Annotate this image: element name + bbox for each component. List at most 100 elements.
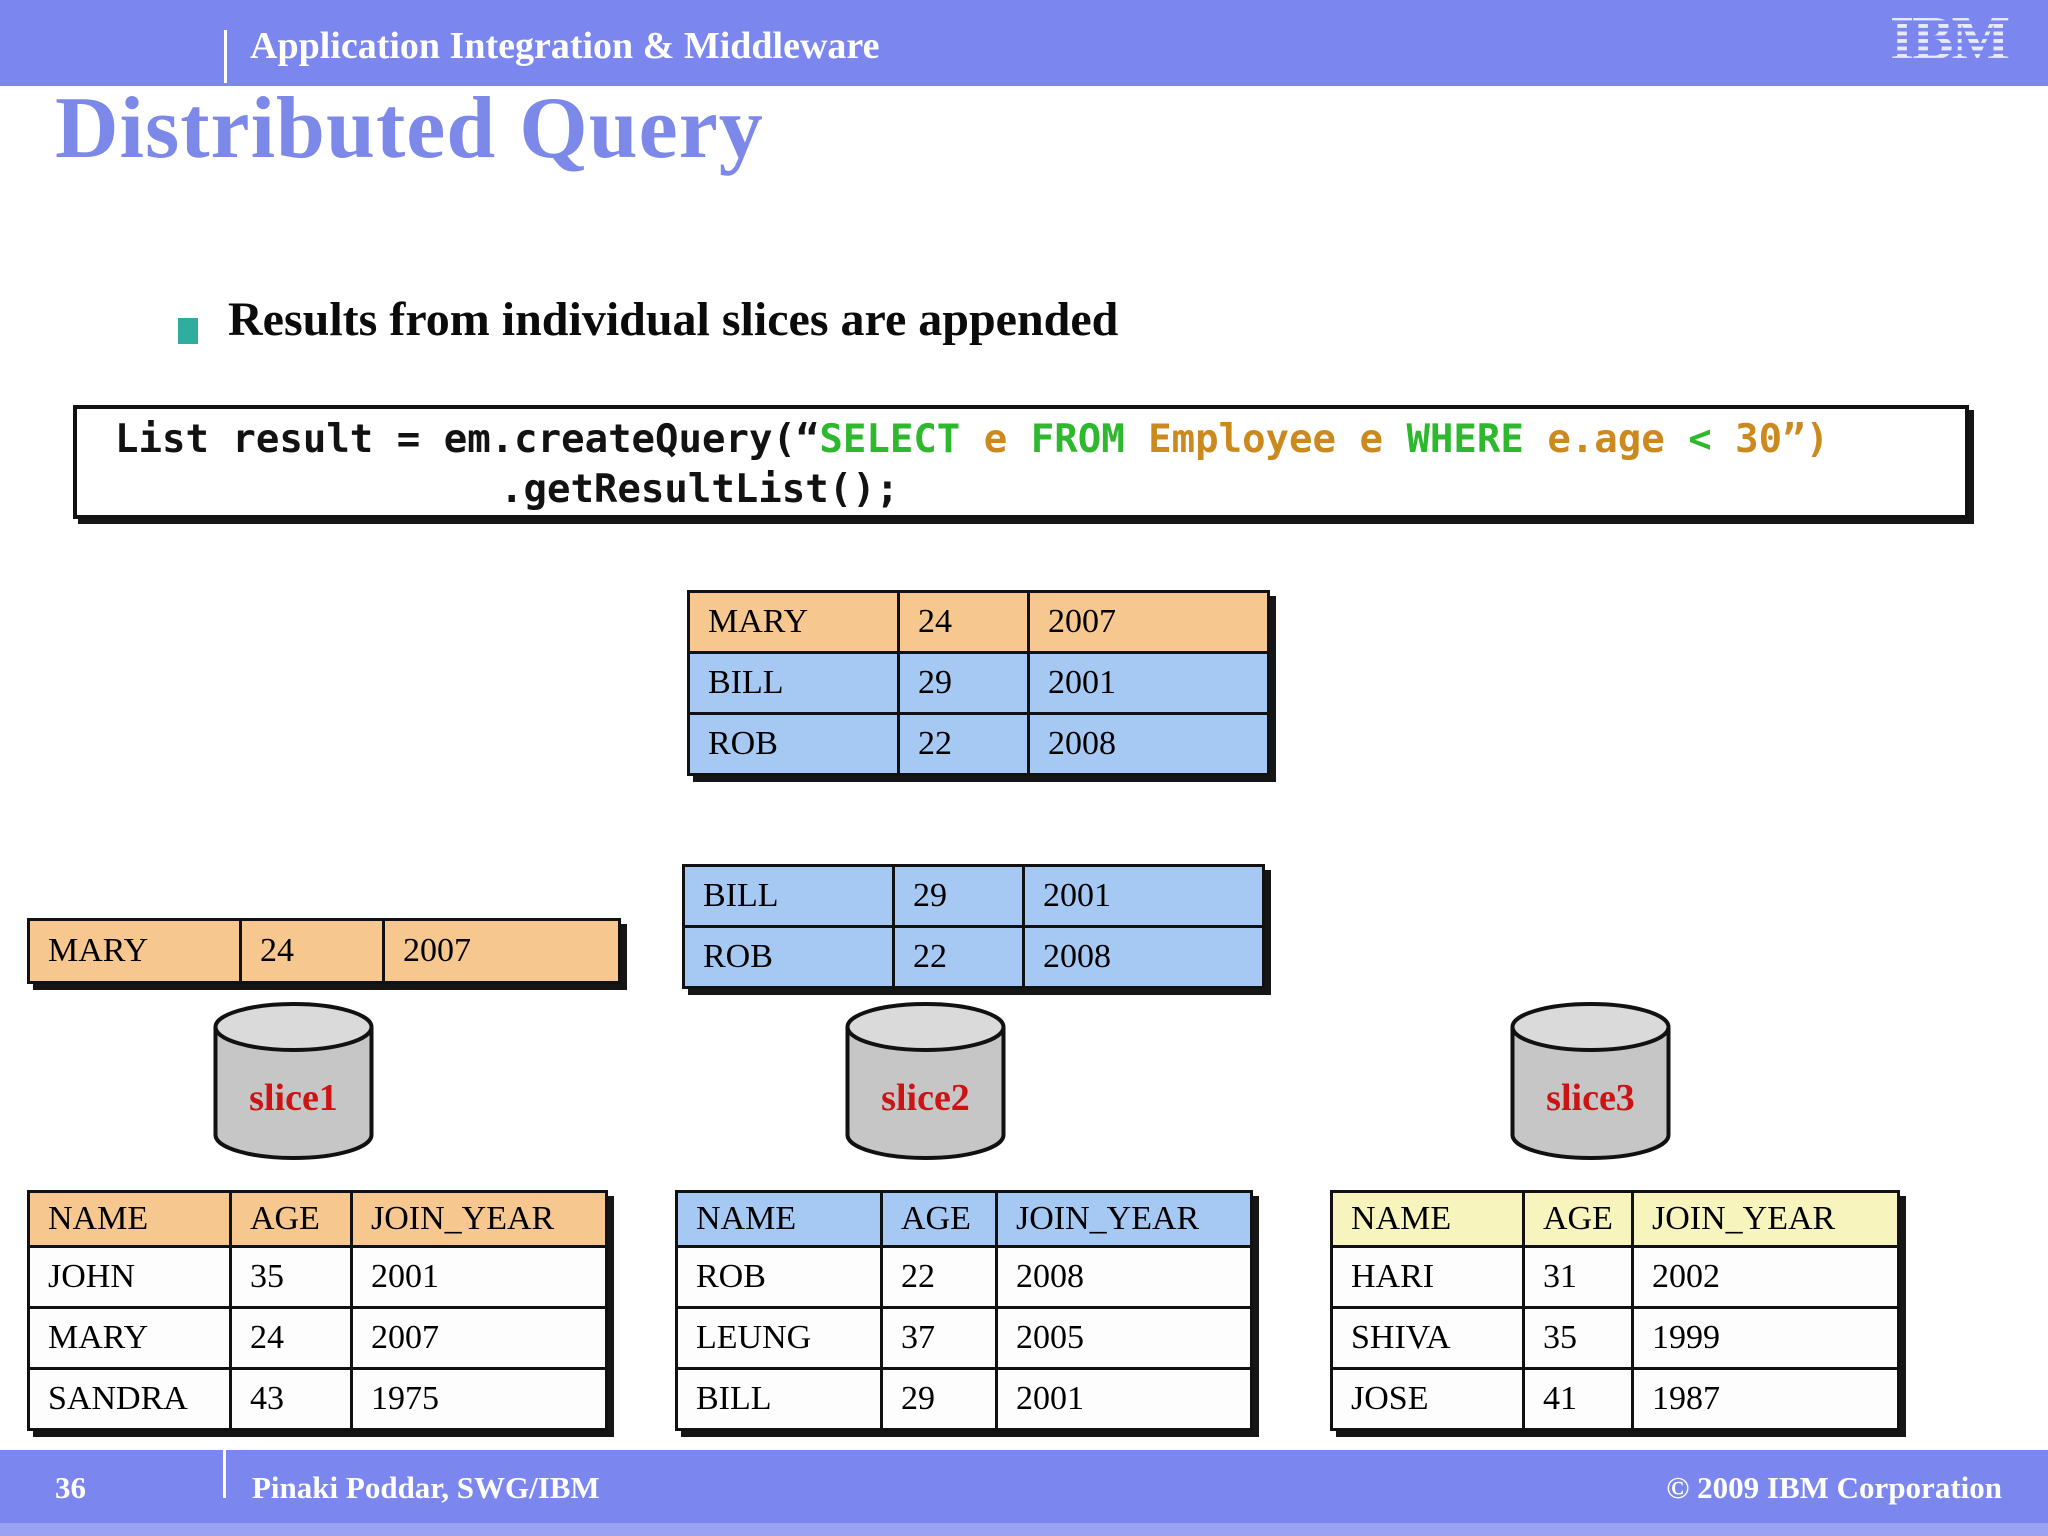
table-row: SANDRA 43 1975 [27,1367,608,1431]
cell: 2001 [1022,864,1265,928]
cell: ROB [687,712,900,776]
table-row: MARY 24 2007 [687,590,1270,654]
cell: SANDRA [27,1367,232,1431]
column-header: JOIN_YEAR [995,1190,1253,1248]
table-row: BILL 29 2001 [687,651,1270,715]
slice1-label: slice1 [249,1077,338,1119]
cell: 22 [880,1245,998,1309]
slice3-label: slice3 [1546,1077,1635,1119]
cell: 29 [892,864,1025,928]
slice2-database-cylinder: slice2 [843,1000,1008,1164]
combined-result-table: MARY 24 2007 BILL 29 2001 ROB 22 2008 [687,590,1270,776]
code-line-2: .getResultList(); [500,467,900,512]
bullet-text: Results from individual slices are appen… [228,293,1119,346]
cell: 2002 [1631,1245,1900,1309]
table-header-row: NAME AGE JOIN_YEAR [1330,1190,1900,1248]
cell: 31 [1522,1245,1634,1309]
banner-divider [224,30,227,83]
code-seg: FROM [1030,417,1125,462]
cell: 35 [229,1245,353,1309]
code-seg: e [960,417,1031,462]
cell: 2008 [1027,712,1270,776]
table-header-row: NAME AGE JOIN_YEAR [675,1190,1253,1248]
cell: 1987 [1631,1367,1900,1431]
code-seg: Employee e [1124,417,1407,462]
cell: 2001 [995,1367,1253,1431]
cell: 2001 [350,1245,608,1309]
cell: 41 [1522,1367,1634,1431]
column-header: AGE [880,1190,998,1248]
code-seg: SELECT [819,417,961,462]
table-row: JOSE 41 1987 [1330,1367,1900,1431]
cell: BILL [687,651,900,715]
cell: 24 [229,1306,353,1370]
cell: 2001 [1027,651,1270,715]
column-header: JOIN_YEAR [1631,1190,1900,1248]
slice1-database-cylinder: slice1 [211,1000,376,1164]
column-header: JOIN_YEAR [350,1190,608,1248]
slice1-result-table: MARY 24 2007 [27,918,621,984]
column-header: NAME [1330,1190,1525,1248]
table-row: SHIVA 35 1999 [1330,1306,1900,1370]
cell: 29 [897,651,1030,715]
table-row: LEUNG 37 2005 [675,1306,1253,1370]
page-number: 36 [55,1470,86,1505]
cell: 2007 [350,1306,608,1370]
cell: MARY [687,590,900,654]
banner-title: Application Integration & Middleware [250,25,880,67]
code-seg: 30”) [1711,417,1830,462]
table-row: JOHN 35 2001 [27,1245,608,1309]
cell: HARI [1330,1245,1525,1309]
table-row: MARY 24 2007 [27,1306,608,1370]
column-header: AGE [1522,1190,1634,1248]
slice3-source-table: NAME AGE JOIN_YEAR HARI 31 2002 SHIVA 35… [1330,1190,1900,1431]
slice2-result-table: BILL 29 2001 ROB 22 2008 [682,864,1265,989]
ibm-logo: IBM [1890,9,2010,69]
cell: SHIVA [1330,1306,1525,1370]
bullet-icon [178,318,198,344]
cell: 2008 [1022,925,1265,989]
cell: 24 [239,918,385,984]
column-header: NAME [675,1190,883,1248]
code-line-1: List result = em.createQuery(“SELECT e F… [115,415,1965,465]
code-seg: < [1688,417,1712,462]
code-seg: WHERE [1406,417,1524,462]
code-seg: e.age [1523,417,1689,462]
cell: ROB [675,1245,883,1309]
cell: 2007 [382,918,621,984]
table-row: ROB 22 2008 [687,712,1270,776]
table-row: ROB 22 2008 [682,925,1265,989]
footer-author: Pinaki Poddar, SWG/IBM [252,1470,600,1505]
code-seg: List result = em.createQuery(“ [115,417,820,462]
slice2-label: slice2 [881,1077,970,1119]
cell: MARY [27,918,242,984]
cell: BILL [682,864,895,928]
code-snippet-box: List result = em.createQuery(“SELECT e F… [73,405,1969,519]
cell: LEUNG [675,1306,883,1370]
footer-copyright: © 2009 IBM Corporation [1666,1470,2002,1505]
cell: 29 [880,1367,998,1431]
table-row: MARY 24 2007 [27,918,621,984]
cell: 22 [892,925,1025,989]
table-row: BILL 29 2001 [682,864,1265,928]
cell: 2005 [995,1306,1253,1370]
svg-text:IBM: IBM [1890,9,2008,69]
slice2-source-table: NAME AGE JOIN_YEAR ROB 22 2008 LEUNG 37 … [675,1190,1253,1431]
cell: 22 [897,712,1030,776]
table-row: HARI 31 2002 [1330,1245,1900,1309]
cell: 1999 [1631,1306,1900,1370]
table-row: BILL 29 2001 [675,1367,1253,1431]
slice3-database-cylinder: slice3 [1508,1000,1673,1164]
cell: BILL [675,1367,883,1431]
slice1-source-table: NAME AGE JOIN_YEAR JOHN 35 2001 MARY 24 … [27,1190,608,1431]
cell: 24 [897,590,1030,654]
page-title: Distributed Query [55,80,764,177]
cell: JOSE [1330,1367,1525,1431]
cell: ROB [682,925,895,989]
footer-divider [223,1450,226,1498]
cell: 2008 [995,1245,1253,1309]
column-header: NAME [27,1190,232,1248]
footer-accent-strip [0,1523,2048,1536]
table-row: ROB 22 2008 [675,1245,1253,1309]
